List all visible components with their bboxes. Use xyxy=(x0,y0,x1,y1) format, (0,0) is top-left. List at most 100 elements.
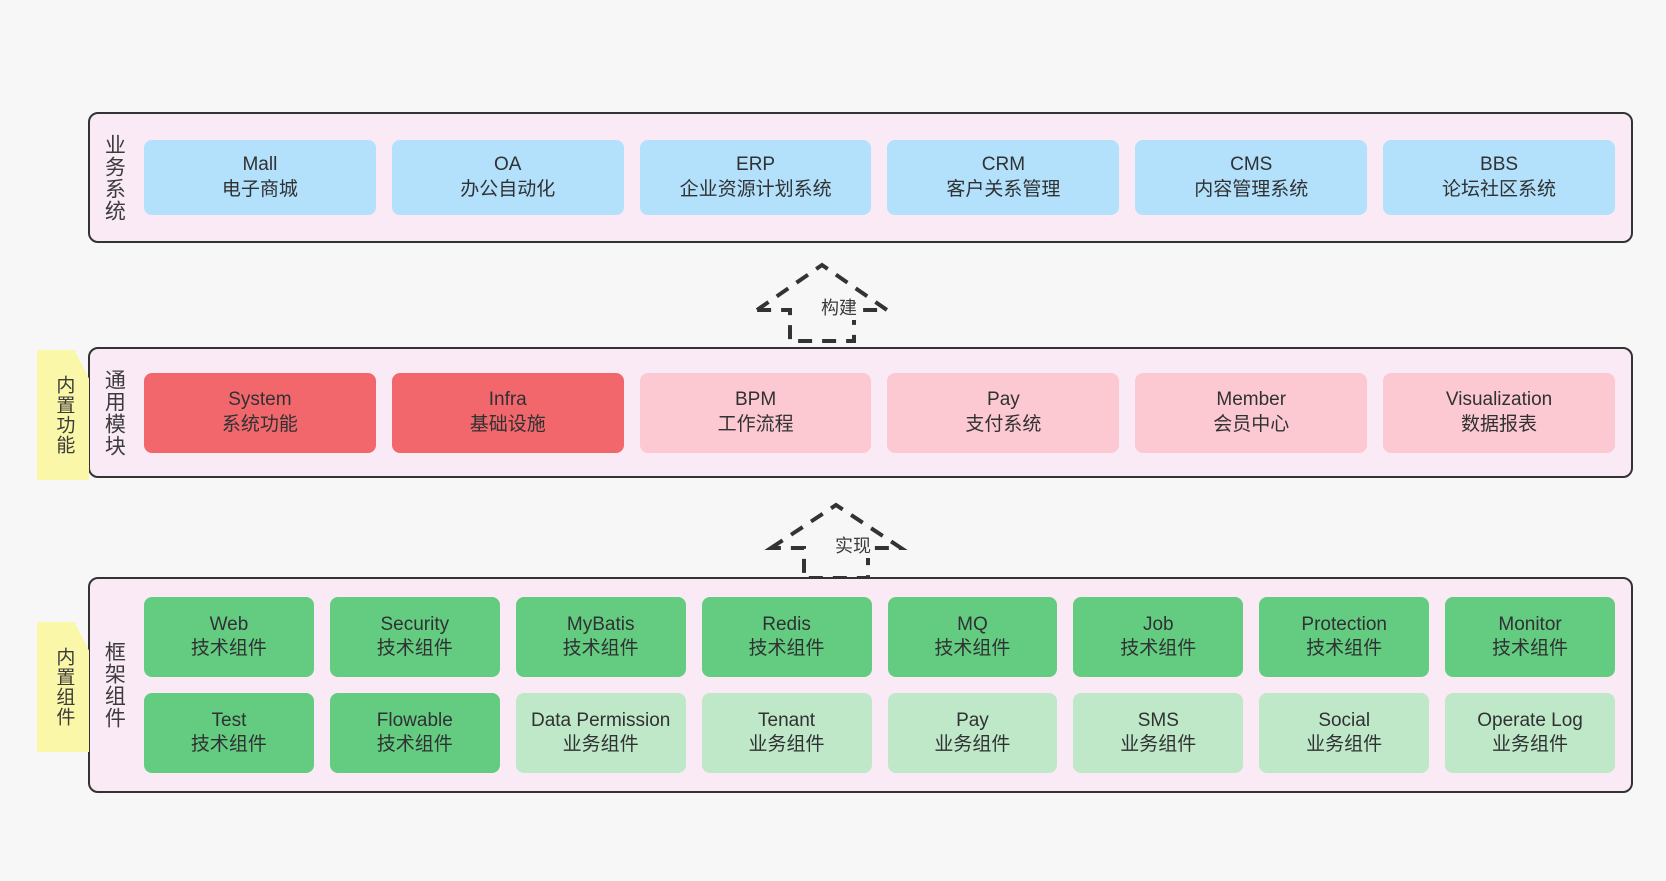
node-title: Tenant xyxy=(758,709,816,731)
node-title: BPM xyxy=(734,389,777,411)
node-tenant[interactable]: Tenant 业务组件 xyxy=(701,693,872,773)
node-subtitle: 技术组件 xyxy=(1120,638,1197,659)
node-title: Protection xyxy=(1301,613,1387,635)
node-title: Visualization xyxy=(1445,389,1553,411)
node-sms[interactable]: SMS 业务组件 xyxy=(1073,693,1244,773)
node-monitor[interactable]: Monitor 技术组件 xyxy=(1445,597,1615,677)
node-title: CMS xyxy=(1230,154,1273,176)
node-subtitle: 技术组件 xyxy=(376,638,453,659)
node-pay[interactable]: Pay 支付系统 xyxy=(887,372,1120,453)
node-subtitle: 系统功能 xyxy=(221,413,298,435)
arrow-build-label: 构建 xyxy=(820,294,858,320)
layer-row: System 系统功能 Infra 基础设施 BPM 工作流程 Pay 支付系统… xyxy=(144,372,1615,453)
layer-title-framework: 框架组件 xyxy=(102,641,126,729)
note-builtin-function: 内置功能 xyxy=(37,350,89,480)
folded-corner-icon xyxy=(74,350,89,365)
node-subtitle: 业务组件 xyxy=(1306,734,1383,755)
folded-corner-icon xyxy=(74,622,89,637)
node-mall[interactable]: Mall 电子商城 xyxy=(144,140,376,215)
node-system[interactable]: System 系统功能 xyxy=(144,372,376,453)
node-title: Operate Log xyxy=(1477,709,1583,731)
node-subtitle: 业务组件 xyxy=(934,734,1011,755)
node-title: Redis xyxy=(762,613,811,635)
node-flowable[interactable]: Flowable 技术组件 xyxy=(329,693,500,773)
node-title: SMS xyxy=(1137,709,1179,731)
node-subtitle: 工作流程 xyxy=(717,413,794,435)
node-subtitle: 技术组件 xyxy=(562,638,639,659)
node-subtitle: 业务组件 xyxy=(1492,734,1569,755)
node-erp[interactable]: ERP 企业资源计划系统 xyxy=(639,140,872,215)
note-label: 内置组件 xyxy=(53,647,75,727)
node-subtitle: 业务组件 xyxy=(562,734,639,755)
note-label: 内置功能 xyxy=(53,375,75,455)
node-title: Mall xyxy=(242,154,278,176)
node-bbs[interactable]: BBS 论坛社区系统 xyxy=(1383,140,1615,215)
node-subtitle: 内容管理系统 xyxy=(1194,178,1309,200)
node-infra[interactable]: Infra 基础设施 xyxy=(391,372,624,453)
node-title: Social xyxy=(1318,709,1371,731)
node-pay-component[interactable]: Pay 业务组件 xyxy=(887,693,1058,773)
node-subtitle: 客户关系管理 xyxy=(946,178,1061,200)
node-mq[interactable]: MQ 技术组件 xyxy=(887,597,1058,677)
node-subtitle: 技术组件 xyxy=(1306,638,1383,659)
node-security[interactable]: Security 技术组件 xyxy=(329,597,500,677)
node-title: System xyxy=(228,389,292,411)
node-test[interactable]: Test 技术组件 xyxy=(144,693,314,773)
node-subtitle: 支付系统 xyxy=(965,413,1042,435)
layer-body-business: Mall 电子商城 OA 办公自动化 ERP 企业资源计划系统 CRM 客户关系… xyxy=(136,114,1631,241)
node-crm[interactable]: CRM 客户关系管理 xyxy=(887,140,1120,215)
layer-framework-components: 框架组件 Web 技术组件 Security 技术组件 MyBatis 技术组件… xyxy=(88,577,1633,793)
arrow-implement-label: 实现 xyxy=(834,532,872,558)
layer-row: Web 技术组件 Security 技术组件 MyBatis 技术组件 Redi… xyxy=(144,597,1615,677)
node-subtitle: 技术组件 xyxy=(376,734,453,755)
node-oa[interactable]: OA 办公自动化 xyxy=(391,140,624,215)
node-subtitle: 数据报表 xyxy=(1461,413,1538,435)
node-title: Pay xyxy=(987,389,1020,411)
node-protection[interactable]: Protection 技术组件 xyxy=(1259,597,1430,677)
layer-row: Test 技术组件 Flowable 技术组件 Data Permission … xyxy=(144,693,1615,773)
layer-row: Mall 电子商城 OA 办公自动化 ERP 企业资源计划系统 CRM 客户关系… xyxy=(144,140,1615,215)
node-title: OA xyxy=(494,154,522,176)
layer-body-modules: System 系统功能 Infra 基础设施 BPM 工作流程 Pay 支付系统… xyxy=(136,349,1631,476)
layer-common-modules: 通用模块 System 系统功能 Infra 基础设施 BPM 工作流程 Pay… xyxy=(88,347,1633,478)
node-mybatis[interactable]: MyBatis 技术组件 xyxy=(515,597,686,677)
node-title: Data Permission xyxy=(530,709,671,731)
node-social[interactable]: Social 业务组件 xyxy=(1259,693,1430,773)
node-data-permission[interactable]: Data Permission 业务组件 xyxy=(515,693,686,773)
node-subtitle: 技术组件 xyxy=(934,638,1011,659)
node-title: Test xyxy=(211,709,247,731)
node-bpm[interactable]: BPM 工作流程 xyxy=(639,372,872,453)
node-subtitle: 技术组件 xyxy=(748,638,825,659)
node-title: Web xyxy=(209,613,249,635)
node-title: Job xyxy=(1142,613,1174,635)
node-subtitle: 论坛社区系统 xyxy=(1442,178,1557,200)
node-subtitle: 企业资源计划系统 xyxy=(679,178,832,200)
node-title: Pay xyxy=(956,709,989,731)
node-subtitle: 基础设施 xyxy=(469,413,546,435)
note-builtin-component: 内置组件 xyxy=(37,622,89,752)
layer-title-business: 业务系统 xyxy=(102,133,126,222)
node-operate-log[interactable]: Operate Log 业务组件 xyxy=(1445,693,1615,773)
layer-business-systems: 业务系统 Mall 电子商城 OA 办公自动化 ERP 企业资源计划系统 CRM… xyxy=(88,112,1633,243)
arrow-implement: 实现 xyxy=(764,500,916,582)
node-member[interactable]: Member 会员中心 xyxy=(1135,372,1368,453)
node-title: Member xyxy=(1216,389,1287,411)
node-subtitle: 会员中心 xyxy=(1213,413,1290,435)
layer-title-modules: 通用模块 xyxy=(102,368,126,457)
node-title: Infra xyxy=(488,389,527,411)
node-subtitle: 技术组件 xyxy=(190,638,267,659)
node-subtitle: 办公自动化 xyxy=(460,178,556,200)
node-title: Flowable xyxy=(376,709,453,731)
node-subtitle: 业务组件 xyxy=(1120,734,1197,755)
node-subtitle: 业务组件 xyxy=(748,734,825,755)
node-subtitle: 技术组件 xyxy=(1492,638,1569,659)
arrow-build: 构建 xyxy=(750,260,902,346)
node-title: MQ xyxy=(957,613,988,635)
node-cms[interactable]: CMS 内容管理系统 xyxy=(1135,140,1368,215)
node-visualization[interactable]: Visualization 数据报表 xyxy=(1383,372,1615,453)
node-job[interactable]: Job 技术组件 xyxy=(1073,597,1244,677)
node-title: CRM xyxy=(981,154,1026,176)
node-web[interactable]: Web 技术组件 xyxy=(144,597,314,677)
node-redis[interactable]: Redis 技术组件 xyxy=(701,597,872,677)
